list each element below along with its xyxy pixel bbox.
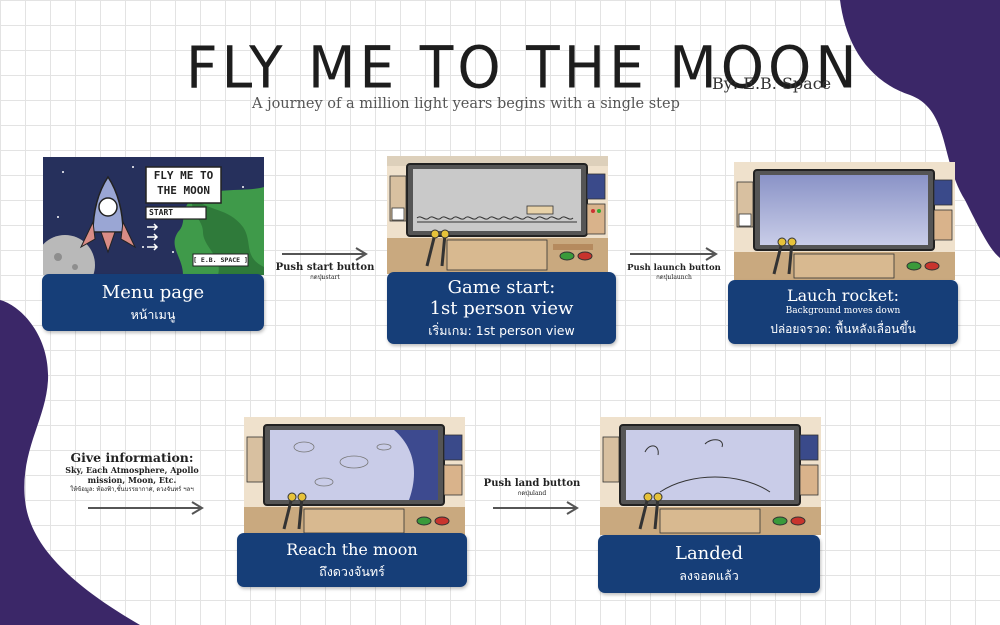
- card-launch-detail: Background moves down: [785, 306, 901, 316]
- info-block: Give information: Sky, Each Atmosphere, …: [52, 450, 212, 494]
- card-reach-moon: Reach the moon ถึงดวงจันทร์: [237, 533, 467, 587]
- arrow-info: [88, 501, 204, 515]
- menu-credit: [ E.B. SPACE ]: [193, 256, 248, 264]
- info-body: Sky, Each Atmosphere, Apollo mission, Mo…: [65, 465, 199, 485]
- arrow-start-thai: กดปุ่มstart: [310, 274, 340, 281]
- page-subtitle: A journey of a million light years begin…: [252, 96, 680, 112]
- top-right-purple-blob: [840, 0, 1000, 258]
- card-launch-title: Lauch rocket:: [786, 286, 900, 305]
- menu-start-button[interactable]: START: [149, 208, 174, 217]
- menu-logo-line2: THE MOON: [157, 184, 210, 197]
- card-game-start-thai: เริ่มเกม: 1st person view: [428, 322, 575, 338]
- card-reach-moon-thai: ถึงดวงจันทร์: [319, 564, 385, 579]
- arrow-land-thai: กดปุ่มland: [517, 490, 547, 497]
- card-menu-page: Menu page หน้าเมนู: [42, 274, 264, 331]
- launch-screenshot: [734, 162, 955, 280]
- menu-screenshot: FLY ME TO THE MOON START [ E.B. SPACE ]: [43, 157, 264, 275]
- arrow-launch-label: Push launch button กดปุ่มlaunch: [620, 262, 728, 282]
- arrow-launch: [630, 247, 718, 261]
- arrow-start-label: Push start button กดปุ่มstart: [272, 262, 378, 282]
- menu-logo-line1: FLY ME TO: [153, 169, 214, 182]
- arrow-land-label: Push land button กดปุ่มland: [482, 478, 582, 498]
- card-landed-thai: ลงจอดแล้ว: [679, 568, 739, 583]
- arrow-start-text: Push start button: [275, 262, 375, 273]
- card-menu-thai: หน้าเมนู: [130, 306, 176, 322]
- info-heading: Give information:: [70, 450, 194, 465]
- info-thai: ให้ข้อมูล: ท้องฟ้า,ชั้นบรรยากาศ, ดวงจันท…: [70, 486, 194, 493]
- card-reach-moon-title: Reach the moon: [286, 540, 418, 559]
- card-launch: Lauch rocket: Background moves down ปล่อ…: [728, 280, 958, 344]
- arrow-land-text: Push land button: [483, 478, 581, 489]
- author-byline: By: E.B. Space: [712, 74, 832, 93]
- card-menu-title: Menu page: [101, 281, 205, 303]
- landed-screenshot: [600, 417, 821, 535]
- arrow-land: [493, 501, 579, 515]
- arrow-start: [282, 247, 368, 261]
- card-game-start: Game start: 1st person view เริ่มเกม: 1s…: [387, 272, 616, 344]
- bottom-left-purple-blob: [0, 300, 140, 625]
- card-landed-title: Landed: [675, 543, 743, 564]
- card-game-start-title-1: Game start:: [447, 276, 556, 298]
- reach-moon-screenshot: [244, 417, 465, 535]
- game-start-screenshot: [387, 156, 608, 274]
- arrow-launch-thai: กดปุ่มlaunch: [656, 274, 692, 281]
- card-game-start-title-2: 1st person view: [429, 297, 574, 319]
- arrow-launch-text: Push launch button: [627, 263, 721, 273]
- card-landed: Landed ลงจอดแล้ว: [598, 535, 820, 593]
- card-launch-thai: ปล่อยจรวด: พื้นหลังเลื่อนขึ้น: [770, 322, 916, 336]
- page-title: FLY ME TO THE MOON: [186, 34, 861, 102]
